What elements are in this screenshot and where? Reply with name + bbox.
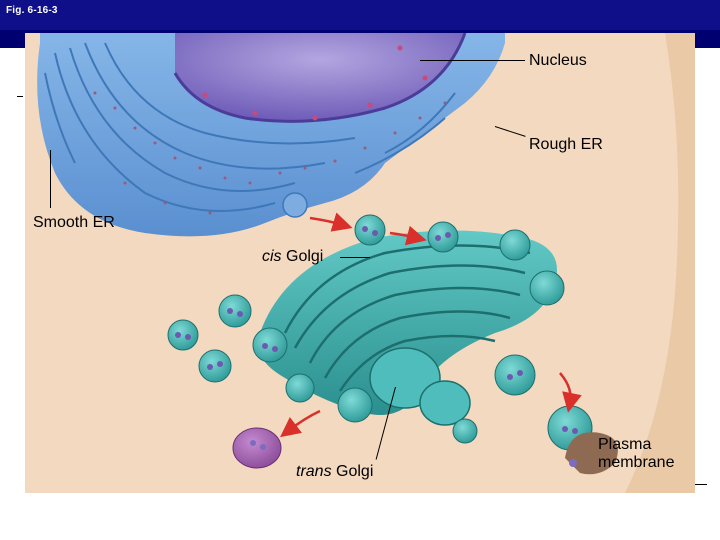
smooth-er-leader: [50, 150, 51, 208]
plasma-line2: membrane: [598, 454, 675, 471]
fusing-vesicle: [565, 432, 618, 475]
plasma-membrane-label: Plasma membrane: [598, 436, 674, 472]
cis-golgi-rest: Golgi: [281, 248, 324, 265]
left-edge-tick: [17, 96, 23, 97]
nucleus-leader: [420, 60, 525, 61]
nucleus-label: Nucleus: [529, 52, 587, 69]
cis-golgi-italic: cis: [262, 248, 282, 265]
figure-id: Fig. 6-16-3: [6, 5, 58, 16]
cis-golgi-leader: [340, 257, 370, 258]
golgi-apparatus: [257, 230, 557, 426]
endomembrane-illustration: [25, 33, 695, 493]
right-edge-tick: [695, 484, 707, 485]
trans-golgi-italic: trans: [296, 463, 332, 480]
purple-vesicle: [232, 427, 282, 469]
transport-arrows: [280, 212, 582, 438]
nucleus: [173, 33, 467, 123]
plasma-membrane-band: [625, 33, 695, 493]
rough-er-label: Rough ER: [529, 136, 603, 153]
trans-golgi-label: trans Golgi: [296, 463, 373, 481]
transport-vesicles: [167, 214, 593, 451]
trans-golgi-rest: Golgi: [331, 463, 374, 480]
cis-golgi-label: cis Golgi: [262, 248, 323, 266]
smooth-er-label: Smooth ER: [33, 214, 115, 231]
plasma-line1: Plasma: [598, 436, 652, 453]
